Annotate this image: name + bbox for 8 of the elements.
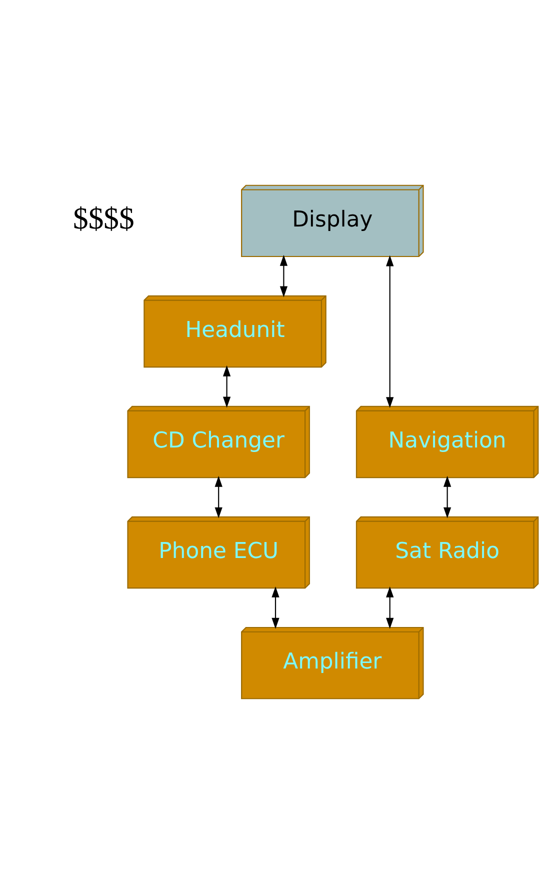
- node-label: $$$$: [73, 200, 134, 235]
- arrow: [214, 475, 222, 518]
- arrow: [443, 475, 452, 518]
- arrow: [280, 254, 288, 297]
- arrow: [272, 586, 280, 628]
- arrow: [386, 586, 394, 628]
- arrow: [222, 364, 231, 408]
- arrow: [386, 254, 394, 408]
